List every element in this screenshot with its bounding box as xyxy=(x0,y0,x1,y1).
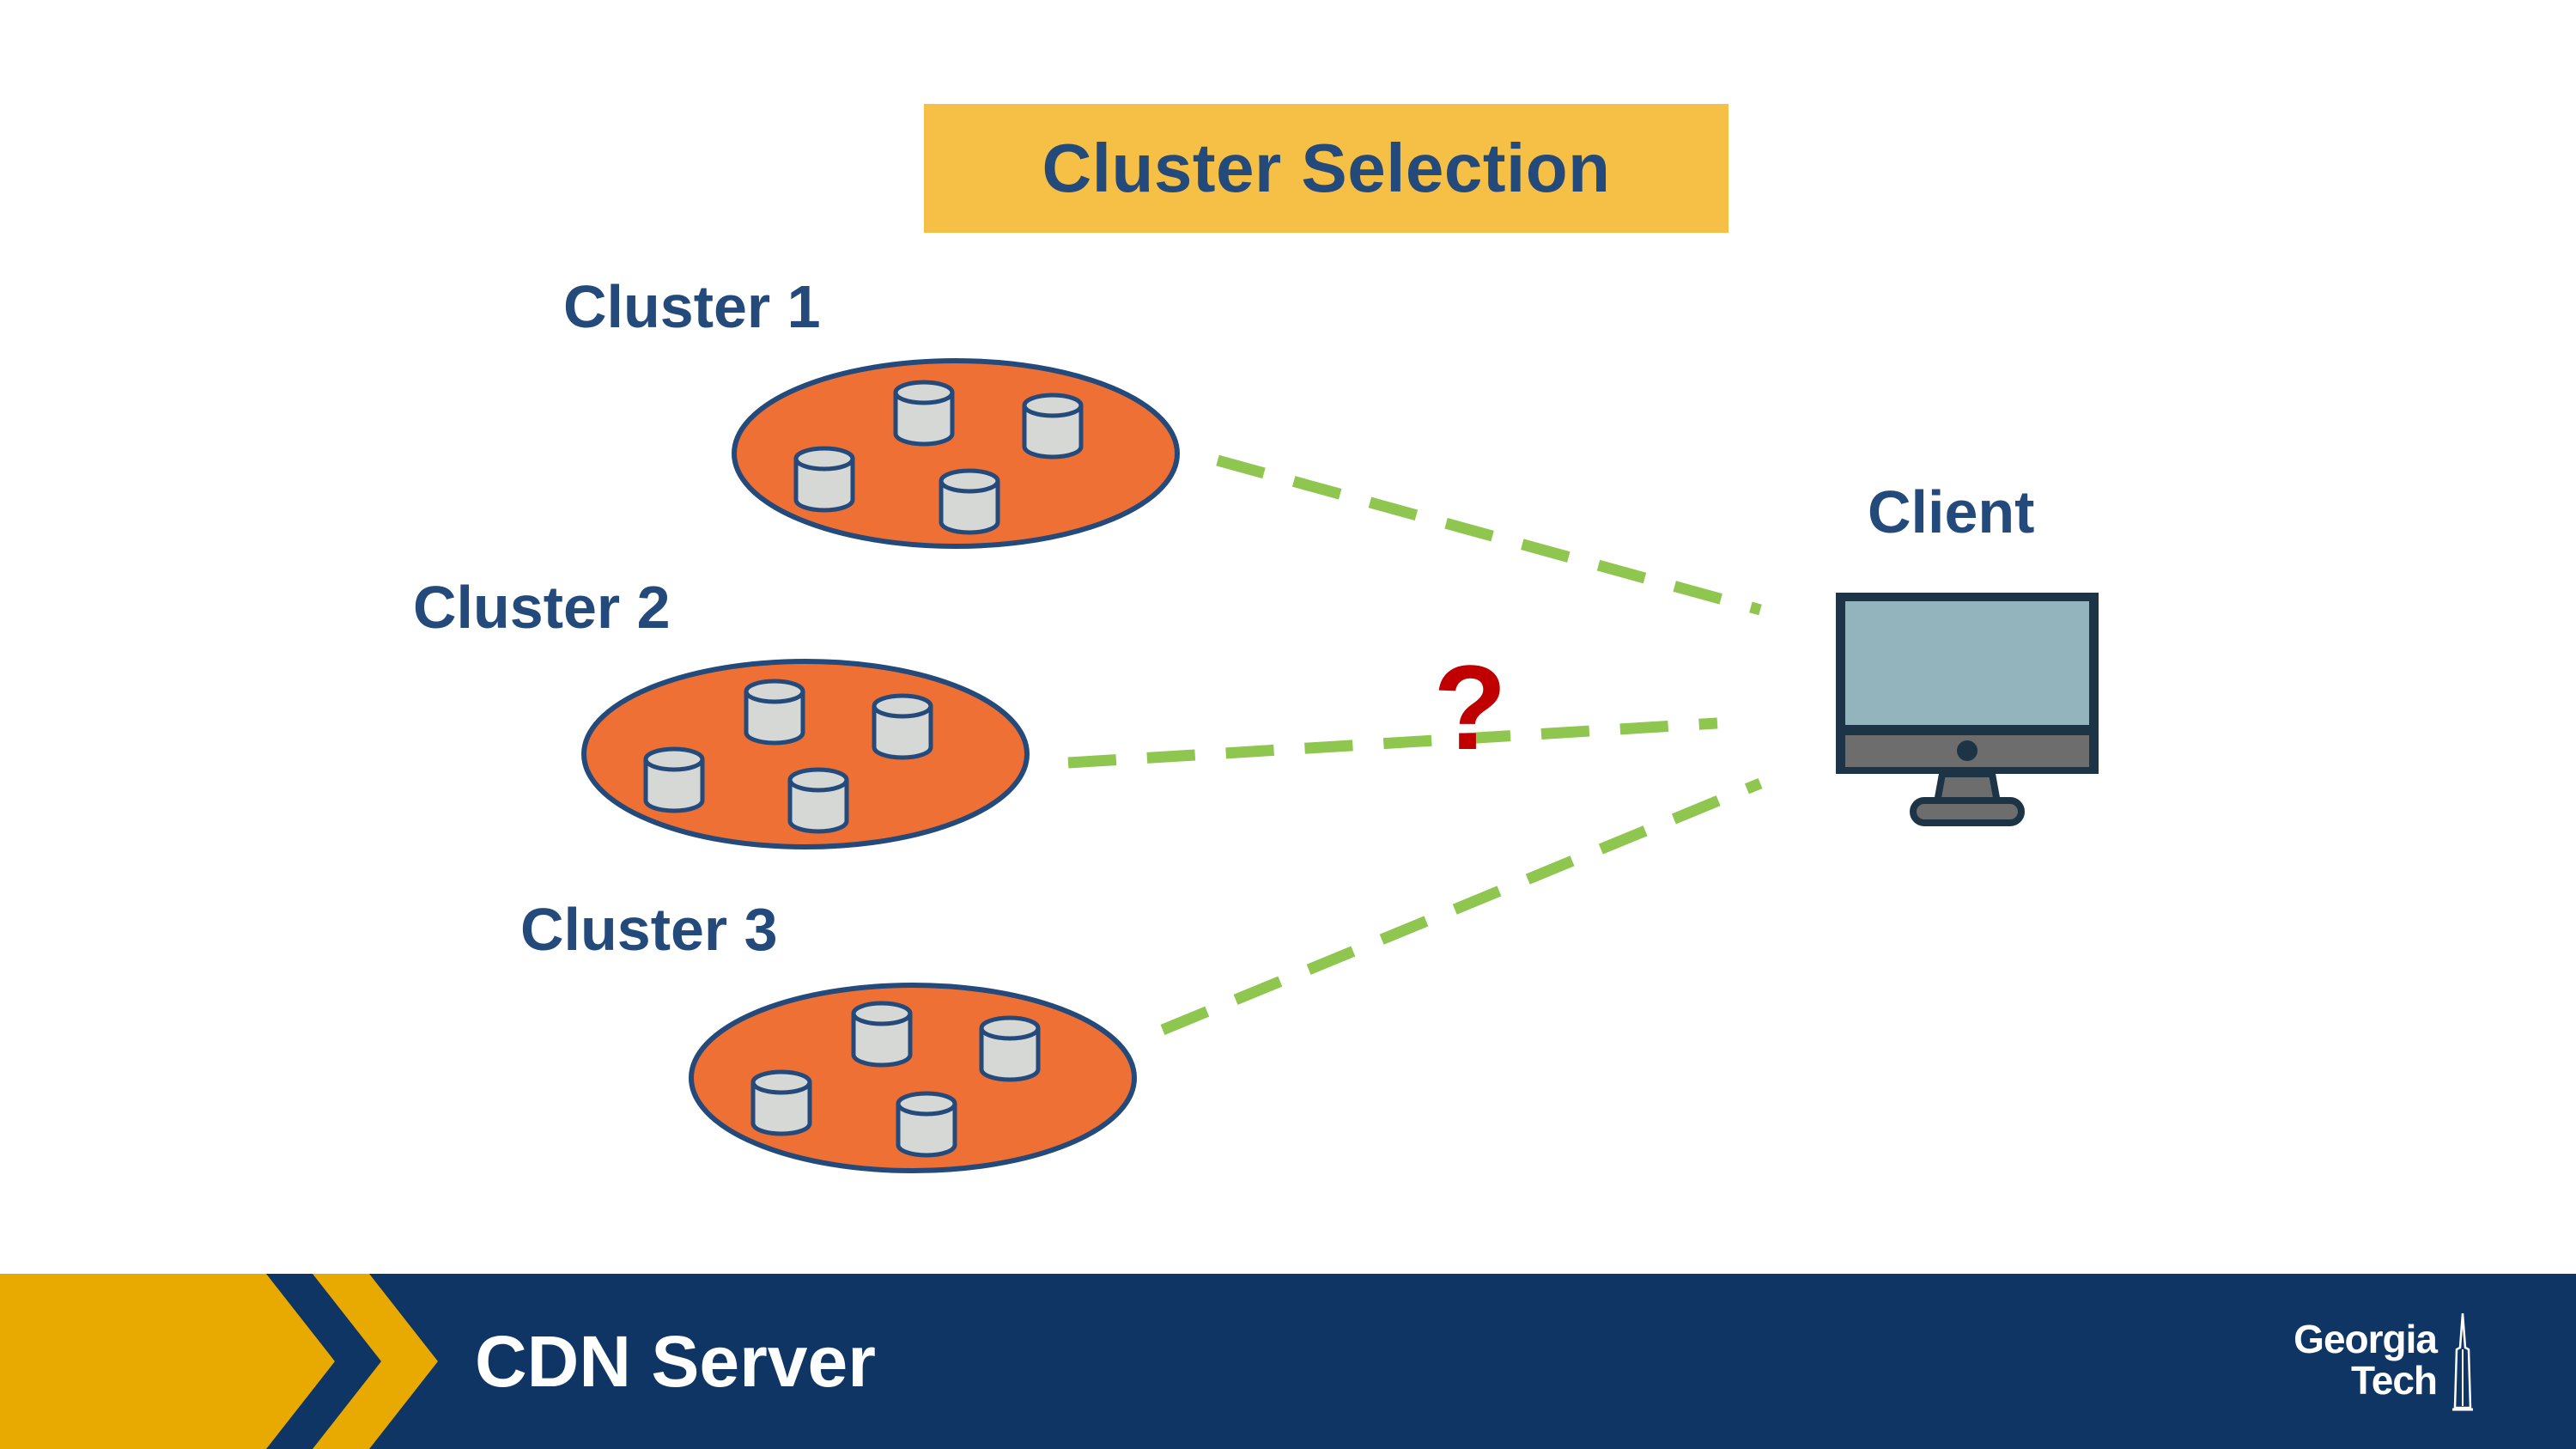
server-icon xyxy=(753,1072,810,1134)
server-icon xyxy=(981,1018,1038,1080)
client-label: Client xyxy=(1868,478,2035,545)
cluster-2-group xyxy=(581,659,1030,849)
cluster-1-label: Cluster 1 xyxy=(563,273,821,340)
cluster-2-label: Cluster 2 xyxy=(413,574,671,641)
server-icon xyxy=(646,749,702,811)
logo-line-1: Georgia xyxy=(2293,1317,2438,1361)
link-cluster-2 xyxy=(1067,717,1718,769)
cluster-3-group xyxy=(689,983,1137,1173)
link-cluster-1 xyxy=(1216,454,1762,616)
server-icon xyxy=(1024,395,1081,457)
server-icon xyxy=(898,1093,955,1155)
server-icon xyxy=(796,448,853,510)
chevron-arrow-icon xyxy=(0,1274,438,1449)
server-icon xyxy=(790,770,847,831)
georgia-tech-logo: Georgia Tech xyxy=(2231,1313,2480,1416)
cluster-1-group xyxy=(732,358,1180,549)
footer-bar: CDN Server Georgia Tech xyxy=(0,1274,2576,1449)
cluster-3-label: Cluster 3 xyxy=(520,896,778,963)
link-cluster-3 xyxy=(1160,777,1763,1036)
tech-tower-icon xyxy=(2452,1313,2473,1411)
server-icon xyxy=(746,681,803,743)
server-icon xyxy=(896,382,952,444)
server-icon xyxy=(854,1003,910,1065)
logo-line-2: Tech xyxy=(2351,1358,2438,1403)
footer-title: CDN Server xyxy=(475,1320,876,1402)
server-icon xyxy=(941,471,998,533)
title-banner: Cluster Selection xyxy=(924,104,1728,233)
slide-title: Cluster Selection xyxy=(1042,130,1611,206)
server-icon xyxy=(874,696,931,758)
question-mark: ? xyxy=(1433,640,1507,775)
monitor-icon xyxy=(1836,593,2099,826)
logo-text: Georgia Tech xyxy=(2293,1317,2438,1403)
